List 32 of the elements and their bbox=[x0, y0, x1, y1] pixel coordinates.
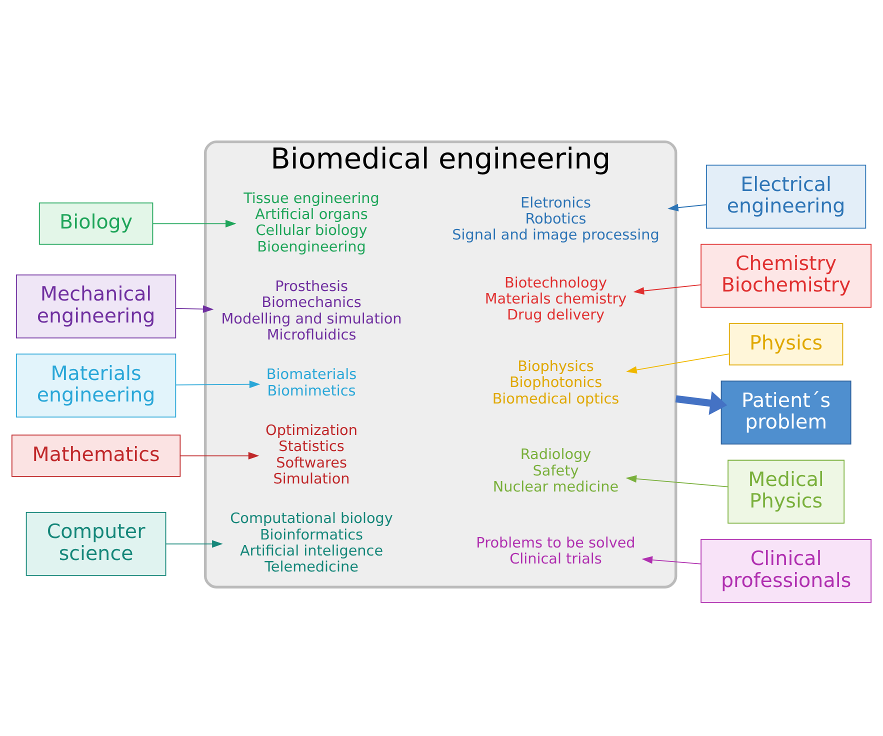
node-box: Materials engineering bbox=[16, 353, 176, 418]
node-text: Optimization Statistics Softwares Simulation bbox=[266, 422, 358, 487]
arrow bbox=[166, 540, 223, 548]
node-text: Problems to be solved Clinical trials bbox=[476, 534, 636, 568]
node-box: Mechanical engineering bbox=[16, 274, 176, 338]
arrow bbox=[626, 474, 728, 487]
arrow bbox=[675, 390, 728, 414]
node-text: Biomaterials Biomimetics bbox=[266, 366, 357, 399]
node-box: Biology bbox=[38, 202, 154, 244]
node-text: Tissue engineering Artificial organs Cellular biology Bioengineering bbox=[244, 190, 380, 255]
node-text: Eletronics Robotics Signal and image processing bbox=[452, 194, 660, 244]
node-box: Mathematics bbox=[11, 434, 181, 476]
node-text: Biophysics Biophotonics Biomedical optics bbox=[492, 358, 620, 407]
node-box: Physics bbox=[728, 322, 844, 365]
node-box: Clinical professionals bbox=[700, 538, 872, 602]
arrow bbox=[642, 556, 702, 564]
node-box: Electrical engineering bbox=[706, 164, 866, 228]
node-text: Prosthesis Biomechanics Modelling and simulation Microfluidics bbox=[221, 278, 402, 344]
node-text: Radiology Safety Nuclear medicine bbox=[492, 446, 619, 496]
node-box: Chemistry Biochemistry bbox=[700, 243, 872, 308]
arrow bbox=[175, 380, 260, 388]
node-box: Medical Physics bbox=[728, 459, 845, 524]
arrow bbox=[152, 219, 236, 227]
node-text: Biotechnology Materials chemistry Drug delivery bbox=[484, 274, 627, 324]
node-text: Computational biology Bioinformatics Artificial inteligence Telemedicine bbox=[230, 510, 393, 576]
node-box: Patient´s problem bbox=[720, 380, 852, 444]
arrow bbox=[175, 304, 214, 312]
node-box: Computer science bbox=[26, 512, 166, 576]
arrow bbox=[633, 284, 702, 294]
arrow bbox=[626, 352, 730, 374]
arrow bbox=[180, 451, 260, 460]
arrow bbox=[668, 203, 707, 211]
